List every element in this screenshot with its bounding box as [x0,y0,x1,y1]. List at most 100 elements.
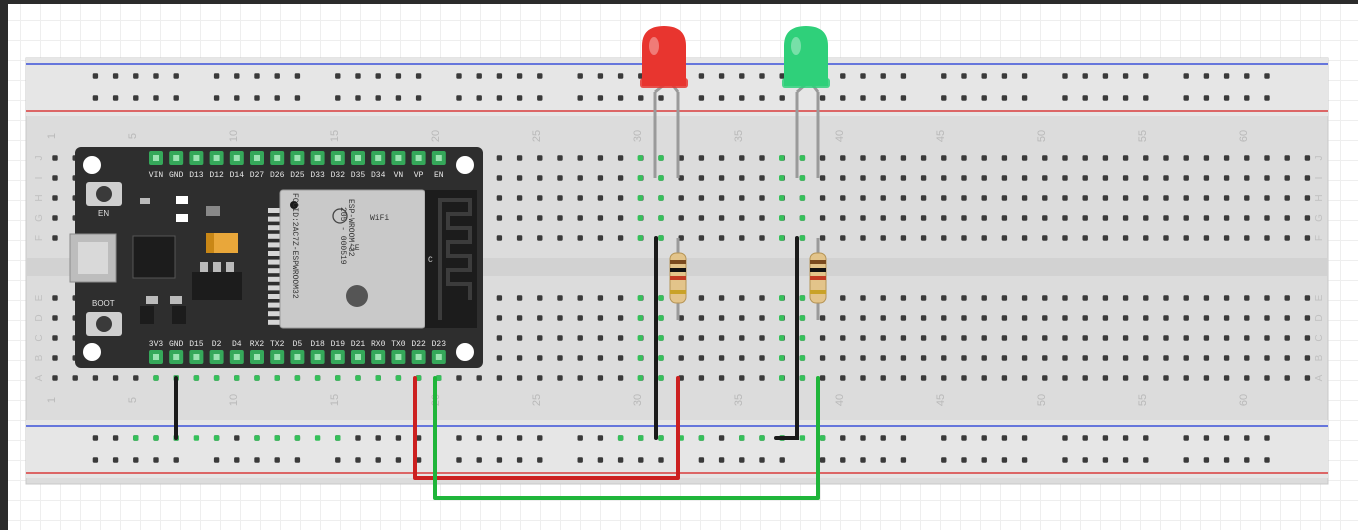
breadboard-hole[interactable] [496,195,503,201]
breadboard-hole[interactable] [1163,315,1169,321]
breadboard-hole[interactable] [759,295,765,301]
breadboard-hole[interactable] [1183,335,1189,341]
breadboard-hole[interactable] [739,335,745,341]
breadboard-hole[interactable] [496,457,503,463]
breadboard-hole[interactable] [1082,435,1088,441]
breadboard-hole[interactable] [1163,215,1169,221]
breadboard-hole[interactable] [779,95,785,101]
breadboard-hole[interactable] [739,195,745,201]
breadboard-hole[interactable] [739,215,745,221]
breadboard-hole[interactable] [1264,195,1270,201]
breadboard-hole[interactable] [1122,335,1129,341]
breadboard-hole[interactable] [254,457,260,463]
breadboard-hole[interactable] [516,295,523,301]
breadboard-hole[interactable] [274,457,280,463]
breadboard-hole[interactable] [1042,375,1048,381]
breadboard-hole[interactable] [860,155,866,161]
breadboard-hole[interactable] [173,457,179,463]
breadboard-hole[interactable] [1082,235,1088,241]
breadboard-hole[interactable] [860,73,866,79]
breadboard-hole[interactable] [698,73,705,79]
breadboard-hole[interactable] [1001,435,1008,441]
breadboard-hole[interactable] [577,235,583,241]
breadboard-hole[interactable] [819,215,826,221]
breadboard-hole[interactable] [1021,335,1028,341]
breadboard-hole[interactable] [961,335,967,341]
breadboard-hole[interactable] [516,435,523,441]
breadboard-hole[interactable] [617,155,624,161]
breadboard-hole[interactable] [1244,457,1250,463]
breadboard-hole[interactable] [961,175,967,181]
breadboard-hole[interactable] [1001,195,1008,201]
breadboard-hole[interactable] [900,435,907,441]
breadboard-hole[interactable] [52,315,58,321]
breadboard-hole[interactable] [900,355,907,361]
breadboard-hole[interactable] [1264,457,1270,463]
breadboard-hole[interactable] [1102,457,1109,463]
breadboard-hole[interactable] [718,73,725,79]
breadboard-hole[interactable] [819,195,826,201]
breadboard-hole[interactable] [759,355,765,361]
breadboard-hole[interactable] [537,95,543,101]
breadboard-hole[interactable] [779,457,785,463]
breadboard-hole[interactable] [1244,155,1250,161]
breadboard-hole[interactable] [597,355,604,361]
breadboard-hole[interactable] [1021,435,1028,441]
breadboard-hole[interactable] [415,435,422,441]
breadboard-hole[interactable] [577,315,583,321]
breadboard-hole[interactable] [1021,73,1028,79]
breadboard-hole[interactable] [1082,375,1088,381]
breadboard-hole[interactable] [1223,295,1230,301]
breadboard-hole[interactable] [900,315,907,321]
breadboard-hole[interactable] [961,375,967,381]
breadboard-hole[interactable] [1021,375,1028,381]
breadboard-hole[interactable] [1183,355,1189,361]
breadboard-hole[interactable] [1264,295,1270,301]
breadboard-hole[interactable] [840,355,846,361]
breadboard-hole[interactable] [880,315,886,321]
breadboard-hole[interactable] [1062,73,1068,79]
breadboard-hole[interactable] [1082,295,1088,301]
breadboard-hole[interactable] [1122,215,1129,221]
breadboard-hole[interactable] [880,235,886,241]
breadboard-hole[interactable] [335,457,341,463]
breadboard-hole[interactable] [880,95,886,101]
breadboard-hole[interactable] [860,295,866,301]
breadboard-hole[interactable] [1183,315,1189,321]
breadboard-hole[interactable] [941,355,947,361]
breadboard-hole[interactable] [718,457,725,463]
breadboard-hole[interactable] [900,95,907,101]
breadboard-hole[interactable] [213,457,220,463]
breadboard-hole[interactable] [516,215,523,221]
breadboard-hole[interactable] [880,295,886,301]
breadboard-hole[interactable] [537,295,543,301]
breadboard-hole[interactable] [1143,73,1149,79]
breadboard-hole[interactable] [1001,235,1008,241]
breadboard-hole[interactable] [52,335,58,341]
breadboard-hole[interactable] [52,175,58,181]
breadboard-hole[interactable] [1203,375,1210,381]
breadboard-hole[interactable] [1223,335,1230,341]
breadboard-hole[interactable] [981,295,987,301]
breadboard-hole[interactable] [617,95,624,101]
breadboard-hole[interactable] [718,355,725,361]
breadboard-hole[interactable] [1244,315,1250,321]
breadboard-hole[interactable] [698,95,705,101]
breadboard-hole[interactable] [1122,155,1129,161]
breadboard-hole[interactable] [92,73,99,79]
breadboard-hole[interactable] [496,155,503,161]
breadboard-hole[interactable] [840,73,846,79]
breadboard-hole[interactable] [1284,215,1290,221]
breadboard-hole[interactable] [557,295,563,301]
breadboard-hole[interactable] [274,73,280,79]
breadboard-hole[interactable] [496,235,503,241]
breadboard-hole[interactable] [1223,235,1230,241]
breadboard-hole[interactable] [234,95,240,101]
breadboard-hole[interactable] [1122,95,1129,101]
breadboard-hole[interactable] [860,457,866,463]
breadboard-hole[interactable] [1203,315,1210,321]
breadboard-hole[interactable] [234,457,240,463]
breadboard-hole[interactable] [1062,435,1068,441]
breadboard-hole[interactable] [355,95,361,101]
breadboard-hole[interactable] [52,195,58,201]
